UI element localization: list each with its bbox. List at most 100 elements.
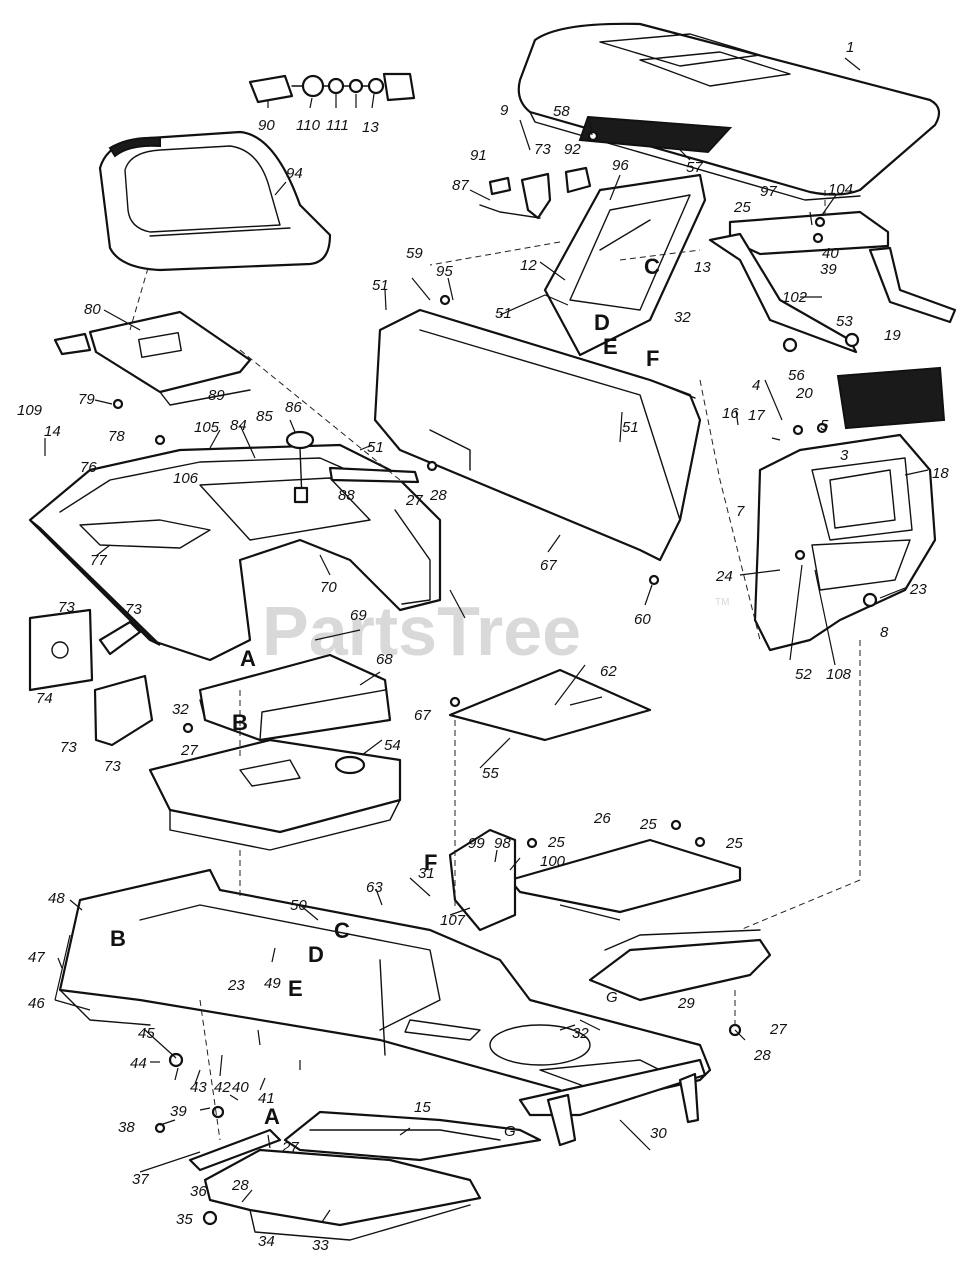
leader-lines [44,57,929,1223]
label-91: 91 [470,147,487,164]
label-106: 106 [173,470,199,487]
label-53: 53 [836,313,853,330]
part-dash-panel[interactable] [373,308,702,562]
ref-e-top: E [603,334,618,359]
label-13-knob: 13 [362,119,379,136]
label-16: 16 [722,405,739,422]
label-73-upper: 73 [534,141,551,158]
label-32-panel: 32 [674,309,691,326]
part-main-frame[interactable] [58,868,712,1112]
label-40-hood: 40 [822,245,839,262]
label-33: 33 [312,1237,329,1254]
label-57: 57 [686,159,703,176]
part-fuel-tank[interactable] [148,738,402,851]
part-rear-rail[interactable] [518,1058,707,1147]
label-48: 48 [48,890,65,907]
label-26: 26 [593,810,611,827]
label-104: 104 [828,181,853,198]
part-footrest[interactable] [283,1110,542,1162]
label-24: 24 [715,568,733,585]
label-23-frame: 23 [227,977,245,994]
label-28-frame: 28 [753,1047,771,1064]
hardware-fasteners [112,130,878,1226]
label-45: 45 [138,1025,155,1042]
label-74: 74 [36,690,53,707]
label-99: 99 [468,835,485,852]
label-79: 79 [78,391,95,408]
part-screen[interactable] [578,115,733,154]
label-31: 31 [418,865,435,882]
ref-a-top: A [240,646,256,671]
label-87: 87 [452,177,469,194]
part-seat[interactable] [98,130,332,272]
label-98: 98 [494,835,511,852]
part-rear-fender[interactable] [28,443,442,662]
part-hood[interactable] [517,22,941,201]
watermark-trademark: TM [715,597,729,608]
ref-f-bottom: F [424,850,437,875]
label-14: 14 [44,423,61,440]
label-15: 15 [414,1099,431,1116]
label-5: 5 [820,417,829,434]
label-105: 105 [194,419,220,436]
label-67-plate: 67 [414,707,431,724]
label-77: 77 [90,552,107,569]
label-67-dash: 67 [540,557,557,574]
part-grille[interactable] [836,366,946,430]
part-seat-bracket[interactable] [53,310,252,406]
part-steering-support[interactable] [543,173,707,357]
label-70: 70 [320,579,337,596]
label-54: 54 [384,737,401,754]
label-36: 36 [190,1183,207,1200]
connection-lines [129,190,861,1141]
label-108: 108 [826,666,852,683]
part-hood-bracket[interactable] [708,210,957,354]
label-27-frame: 27 [769,1021,787,1038]
part-battery-cover[interactable] [198,653,392,742]
part-lever[interactable] [285,430,315,504]
part-frame-plate[interactable] [508,838,742,914]
label-30: 30 [650,1125,667,1142]
label-78: 78 [108,428,125,445]
label-39-hood: 39 [820,261,837,278]
label-68: 68 [376,651,393,668]
part-small-brackets[interactable] [479,166,592,220]
label-84: 84 [230,417,247,434]
part-bracket-88[interactable] [328,466,420,484]
label-73-top: 73 [58,599,75,616]
part-bar-37[interactable] [188,1128,282,1172]
label-49: 49 [264,975,281,992]
label-39-frame: 39 [170,1103,187,1120]
ref-g-right: G [606,989,618,1006]
part-step-plate[interactable] [203,1148,482,1241]
label-76: 76 [80,459,97,476]
label-28-dash: 28 [429,487,447,504]
label-9: 9 [500,102,509,119]
label-32-left: 32 [172,701,189,718]
label-80: 80 [84,301,101,318]
label-73-left: 73 [60,739,77,756]
label-25-right: 25 [725,835,743,852]
label-4: 4 [752,377,760,394]
part-front-nose[interactable] [753,433,937,652]
label-111: 111 [326,117,349,134]
label-8: 8 [880,624,889,641]
part-plate-55[interactable] [448,668,652,742]
ref-a-bottom: A [264,1104,280,1129]
part-knob-assembly[interactable] [248,72,416,104]
label-25-bracket: 25 [547,834,565,851]
label-110: 110 [296,117,321,134]
label-46: 46 [28,995,45,1012]
part-side-frame[interactable] [588,929,772,1002]
label-73-bottom: 73 [104,758,121,775]
label-89: 89 [208,387,225,404]
ref-d-top: D [594,310,610,335]
part-pedal-brackets[interactable] [28,608,154,747]
label-27-step: 27 [281,1139,299,1156]
label-94: 94 [286,165,303,182]
label-50: 50 [290,897,307,914]
label-58: 58 [553,103,570,120]
label-17: 17 [748,407,765,424]
label-62: 62 [600,663,617,680]
